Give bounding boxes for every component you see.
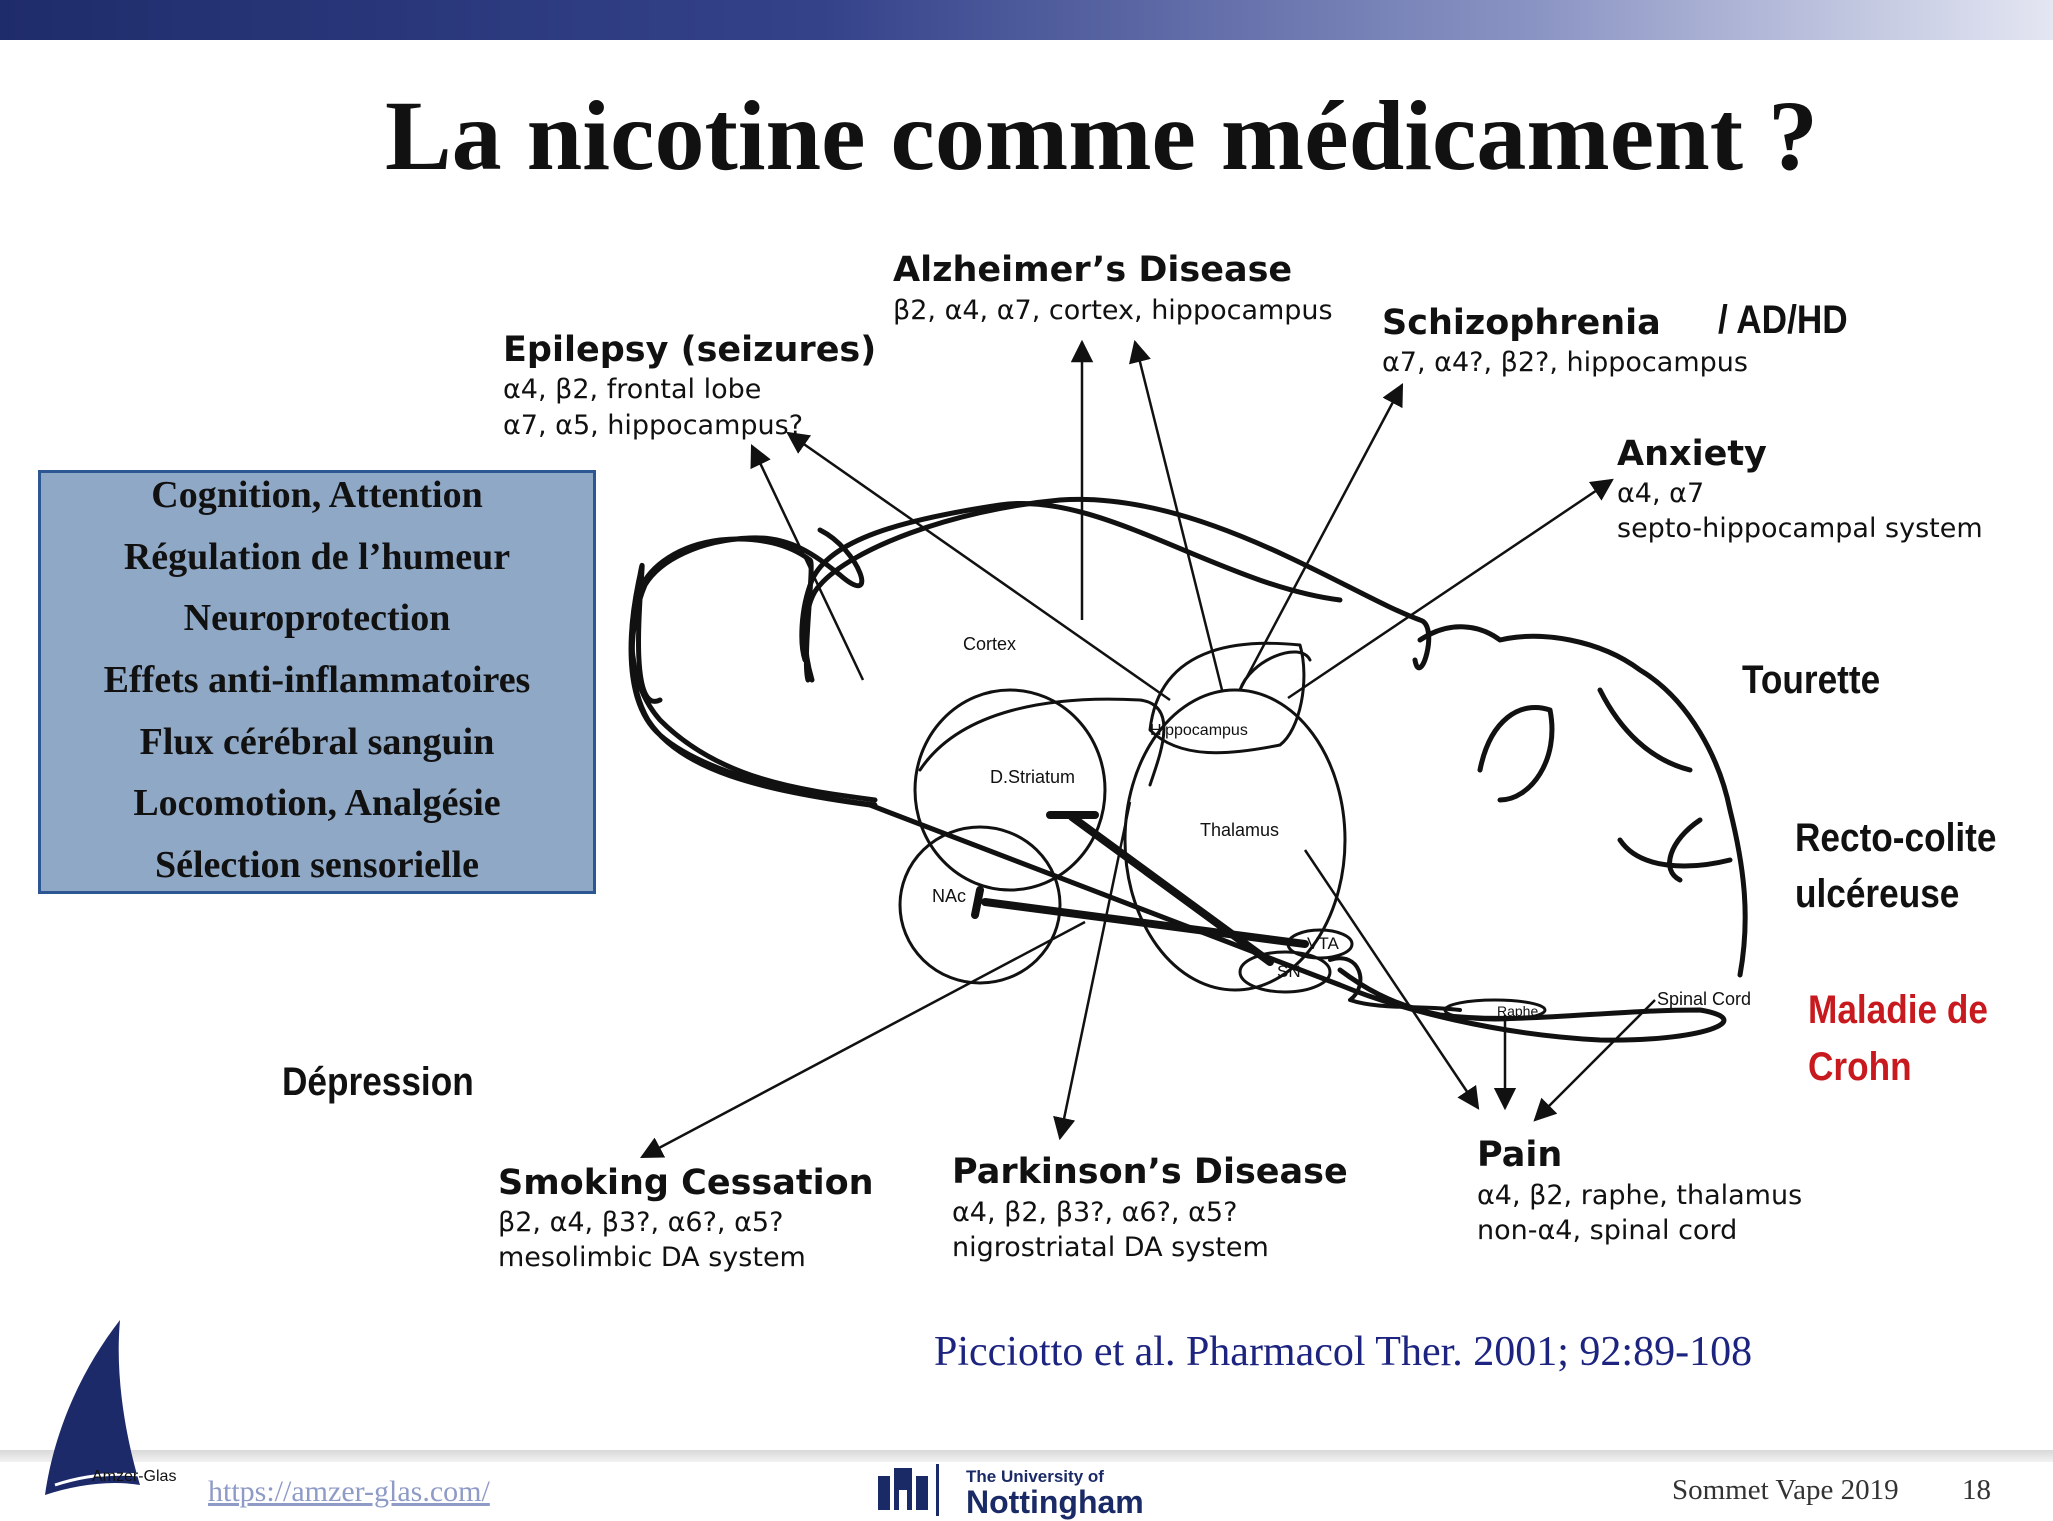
arrow-epilepsy-cortex	[750, 443, 865, 681]
inner-curve	[918, 697, 1166, 787]
effect-item: Locomotion, Analgésie	[133, 782, 501, 824]
region-nac: NAc	[932, 886, 967, 906]
thalamus-shape	[1123, 688, 1347, 992]
epilepsy-detail-2: α7, α5, hippocampus?	[503, 410, 804, 441]
schizophrenia-detail: α7, α4?, β2?, hippocampus	[1382, 347, 1748, 378]
crohn-line2: Crohn	[1808, 1045, 1912, 1089]
sn-shape	[1238, 950, 1332, 994]
parkinson-title: Parkinson’s Disease	[952, 1152, 1348, 1192]
parkinson-detail-2: nigrostriatal DA system	[952, 1232, 1269, 1263]
website-link[interactable]: https://amzer-glas.com/	[208, 1475, 490, 1508]
recto-colite-line2: ulcéreuse	[1795, 872, 1960, 916]
sail-logo	[45, 1320, 141, 1495]
university-crest-icon	[878, 1464, 939, 1516]
anxiety-title: Anxiety	[1617, 434, 1767, 474]
university-line2: Nottingham	[966, 1484, 1144, 1520]
depression-label: Dépression	[282, 1060, 474, 1104]
logo-text: Amzer-Glas	[92, 1468, 177, 1485]
slide-title: La nicotine comme médicament ?	[384, 80, 1818, 191]
mesolimbic-path	[981, 898, 1309, 948]
striatum-shape	[913, 688, 1107, 892]
epilepsy-title: Epilepsy (seizures)	[503, 330, 877, 370]
schizophrenia-title: Schizophrenia	[1382, 303, 1661, 343]
region-spinal-cord: Spinal Cord	[1657, 989, 1752, 1009]
region-vta: VTA	[1307, 934, 1339, 953]
arrow-epilepsy-hippo	[786, 431, 1171, 702]
alzheimer-title: Alzheimer’s Disease	[893, 250, 1293, 290]
effect-item: Neuroprotection	[183, 597, 451, 639]
region-raphe: Raphe	[1497, 1003, 1539, 1019]
brainstem	[1328, 956, 1462, 1012]
arrow-schizo	[1238, 383, 1404, 691]
arrow-pain-thalamus	[1303, 849, 1480, 1110]
top-banner	[0, 0, 2053, 40]
pain-title: Pain	[1477, 1135, 1563, 1175]
effect-item: Sélection sensorielle	[155, 844, 479, 886]
region-hippocampus: Hippocampus	[1150, 722, 1248, 739]
cortex-top	[802, 496, 1432, 683]
recto-colite-line1: Recto-colite	[1795, 816, 1997, 860]
effect-item: Cognition, Attention	[151, 474, 483, 516]
pain-detail-1: α4, β2, raphe, thalamus	[1477, 1180, 1803, 1211]
effect-item: Flux cérébral sanguin	[139, 721, 495, 763]
smoking-detail-1: β2, α4, β3?, α6?, α5?	[498, 1207, 784, 1238]
tourette-label: Tourette	[1742, 658, 1881, 702]
arrow-parkinson	[1053, 801, 1132, 1141]
crohn-line1: Maladie de	[1808, 988, 1988, 1032]
nac-tick	[971, 886, 984, 919]
effects-box: Cognition, Attention Régulation de l’hum…	[38, 470, 596, 894]
effect-item: Effets anti-inflammatoires	[103, 659, 531, 701]
arrow-alzheimer-hippo	[1128, 339, 1224, 691]
nac-shape	[898, 825, 1062, 985]
raphe-shape	[1443, 998, 1547, 1022]
anxiety-detail-1: α4, α7	[1617, 478, 1705, 509]
adhd-label: / AD/HD	[1718, 298, 1848, 342]
cerebellum	[1417, 624, 1748, 978]
footer-divider	[0, 1450, 2053, 1462]
region-thalamus: Thalamus	[1200, 820, 1280, 840]
alzheimer-detail: β2, α4, α7, cortex, hippocampus	[893, 295, 1333, 326]
arrow-pain-spinal	[1533, 999, 1656, 1122]
cerebellum-folds	[1477, 687, 1733, 883]
effect-item: Régulation de l’humeur	[123, 536, 511, 578]
smoking-title: Smoking Cessation	[498, 1163, 874, 1203]
region-cortex: Cortex	[963, 634, 1017, 654]
pain-detail-2: non-α4, spinal cord	[1477, 1215, 1738, 1246]
arrow-anxiety	[1287, 478, 1614, 700]
arrow-smoking	[640, 920, 1086, 1159]
region-striatum: D.Striatum	[990, 767, 1076, 787]
page-number: 18	[1962, 1474, 1991, 1506]
citation: Picciotto et al. Pharmacol Ther. 2001; 9…	[934, 1329, 1753, 1375]
hippocampus-shape	[1148, 641, 1306, 755]
anxiety-detail-2: septo-hippocampal system	[1617, 513, 1983, 544]
parkinson-detail-1: α4, β2, β3?, α6?, α5?	[952, 1197, 1238, 1228]
smoking-detail-2: mesolimbic DA system	[498, 1242, 806, 1273]
university-line1: The University of	[966, 1467, 1104, 1486]
epilepsy-detail-1: α4, β2, frontal lobe	[503, 374, 762, 405]
event-name: Sommet Vape 2019	[1672, 1474, 1899, 1506]
region-sn: SN	[1277, 962, 1301, 981]
